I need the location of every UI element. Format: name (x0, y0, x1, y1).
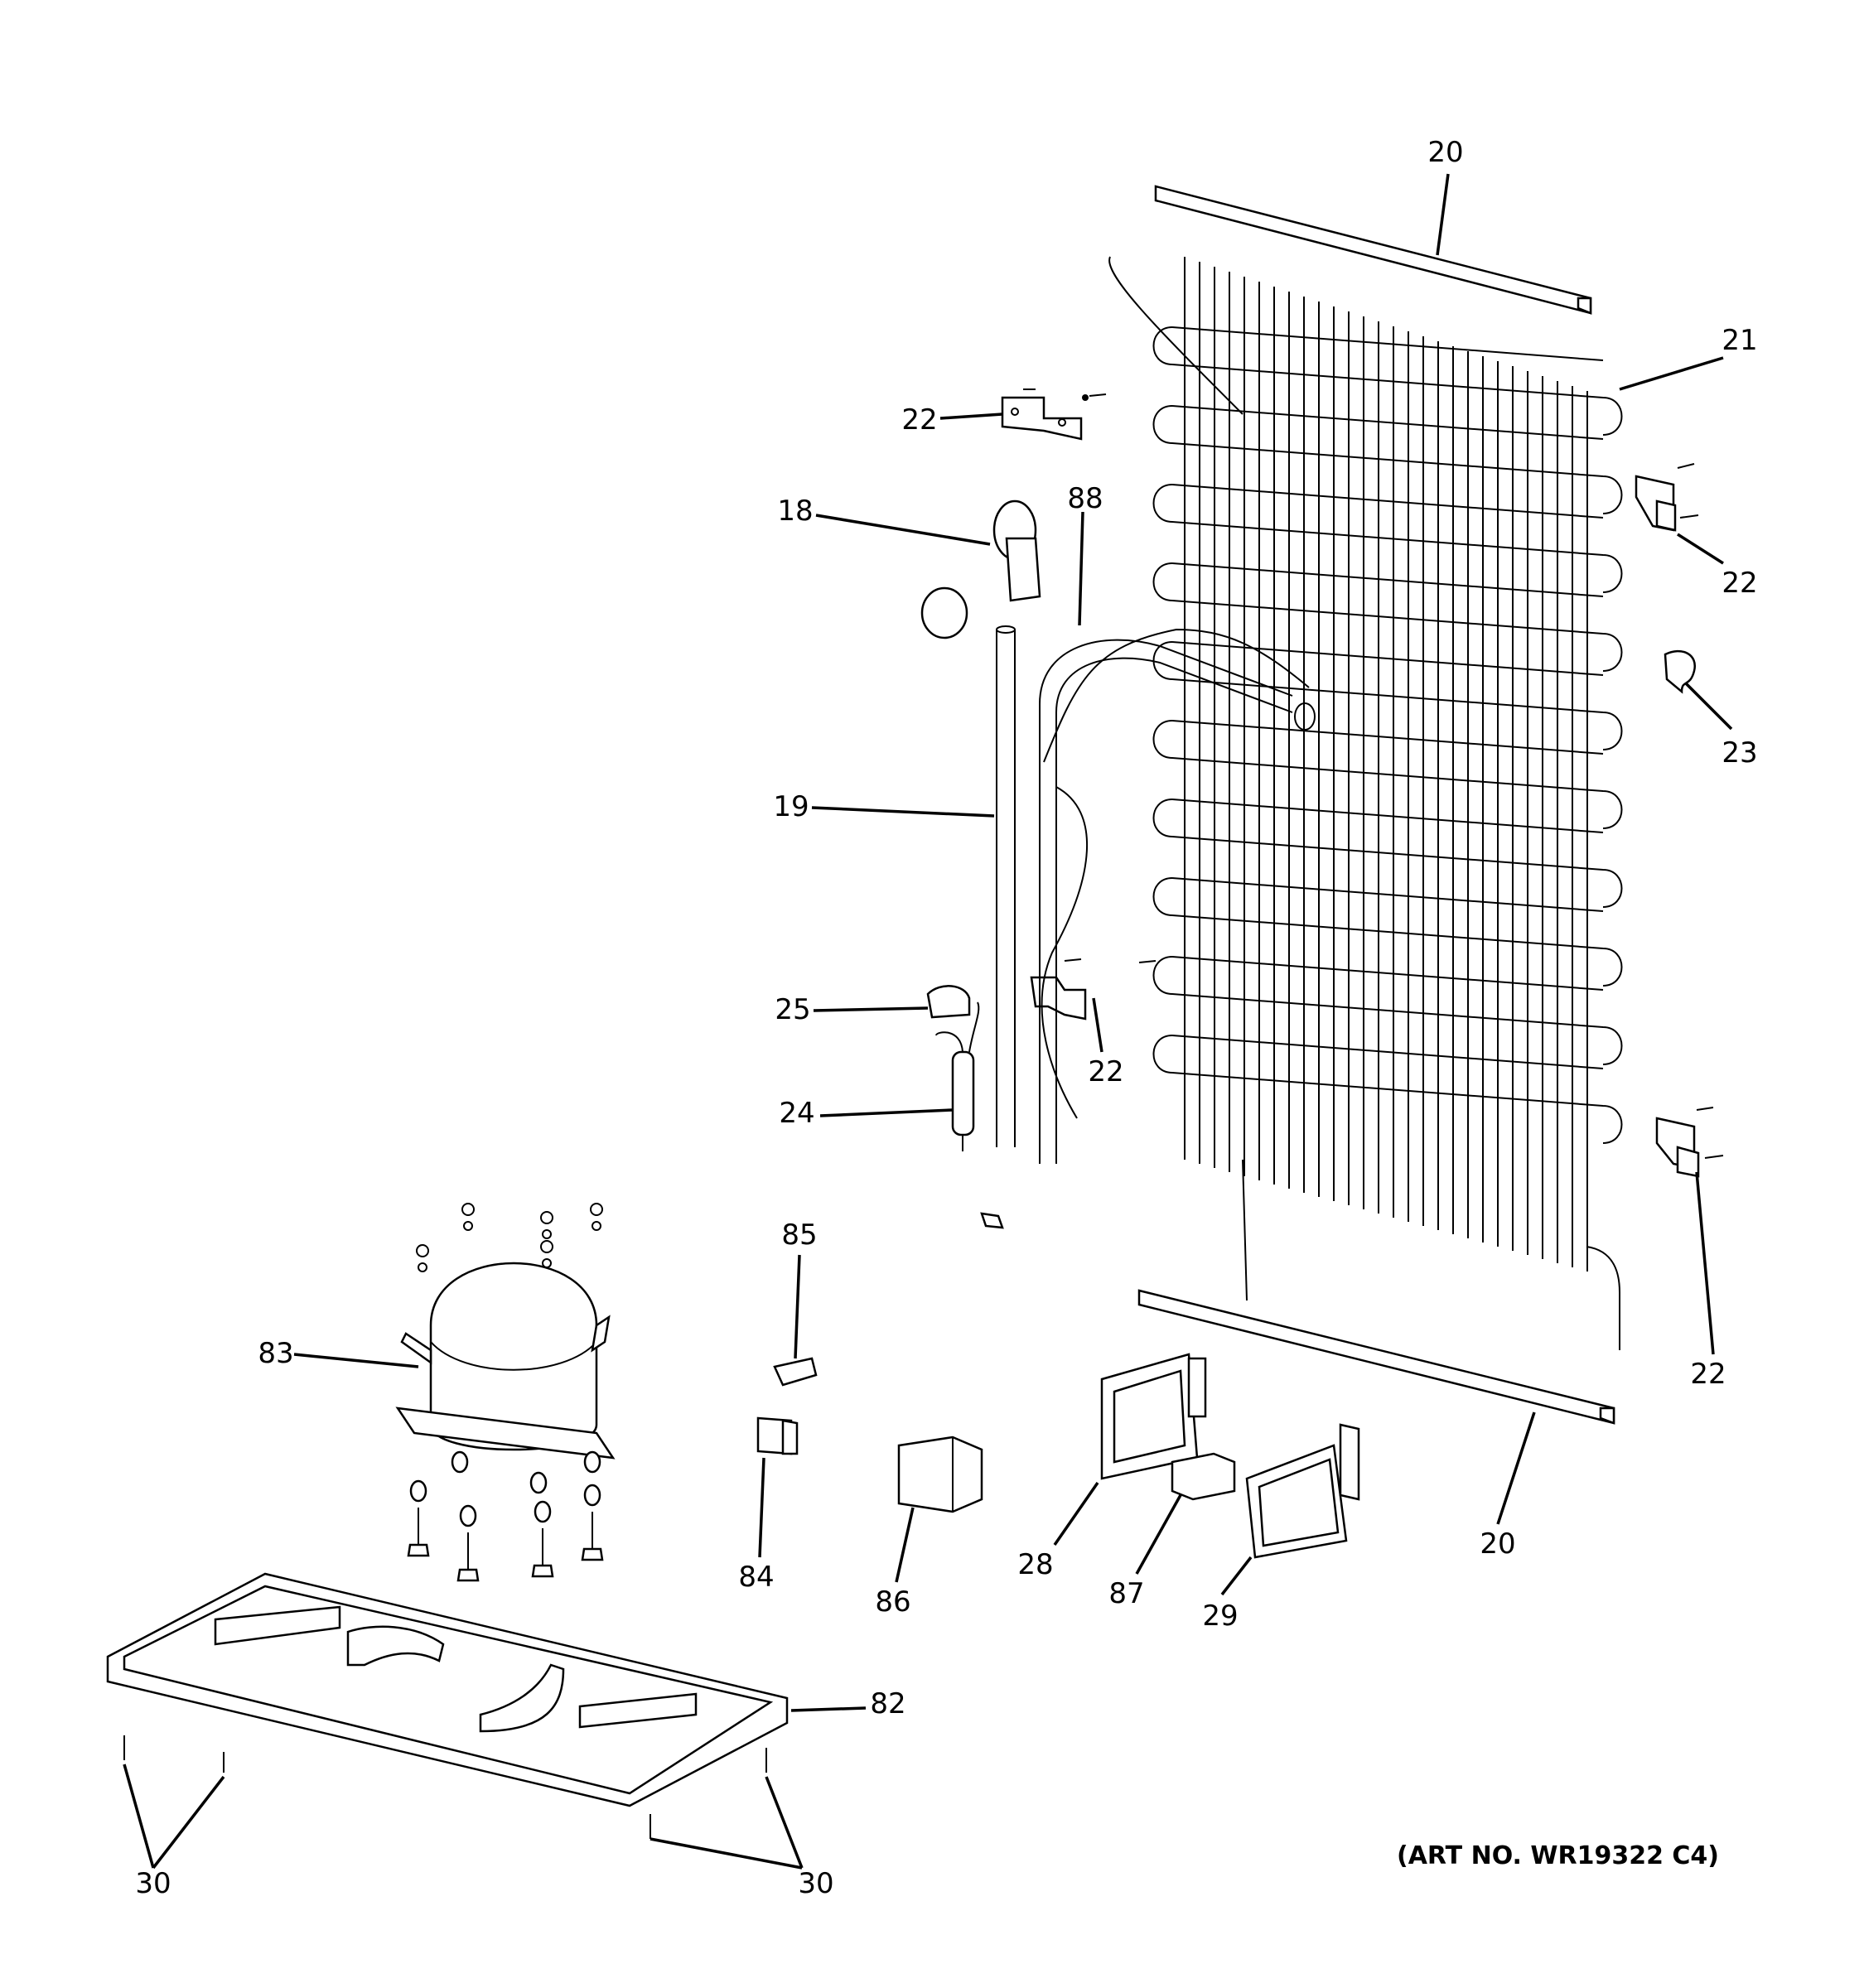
bracket-upper-left (1001, 388, 1107, 441)
drier (935, 1001, 980, 1151)
terminal-block (1171, 1452, 1236, 1501)
clamp (926, 985, 971, 1019)
art-number: (ART NO. WR19322 C4) (1397, 1841, 1719, 1870)
callout-18: 18 (777, 495, 813, 528)
overload-protector (920, 499, 1041, 639)
callout-83: 83 (258, 1337, 293, 1370)
callout-21: 21 (1722, 324, 1757, 357)
relay (756, 1416, 799, 1455)
compressor (395, 1203, 616, 1582)
callout-24: 24 (779, 1097, 814, 1130)
callout-30-right: 30 (798, 1867, 833, 1900)
callout-85: 85 (781, 1218, 817, 1252)
clip (1664, 649, 1697, 694)
callout-86: 86 (875, 1585, 910, 1619)
callout-82: 82 (870, 1687, 905, 1720)
callout-25: 25 (775, 993, 810, 1026)
relay-cover (773, 1357, 818, 1387)
callout-19: 19 (773, 790, 809, 823)
callout-labels: 20 21 22 18 88 22 23 19 25 22 24 85 22 8… (135, 136, 1757, 1900)
screws (123, 1735, 767, 1839)
callout-23: 23 (1722, 736, 1757, 770)
callout-20-top: 20 (1427, 136, 1463, 169)
capacitor (897, 1436, 983, 1513)
condenser-coil (1108, 256, 1623, 1350)
bracket-lower-right (1655, 1107, 1724, 1178)
bracket-upper-right (1635, 463, 1699, 532)
top-rail (1154, 185, 1592, 315)
callout-84: 84 (738, 1561, 774, 1594)
capillary-tube (996, 625, 1016, 1147)
callout-88: 88 (1067, 482, 1103, 515)
base-pan (106, 1572, 789, 1807)
callout-22-upper-right: 22 (1722, 567, 1757, 600)
callout-29: 29 (1202, 1600, 1238, 1633)
bracket-middle (1030, 958, 1157, 1021)
callout-20-bottom: 20 (1480, 1527, 1515, 1561)
callout-87: 87 (1108, 1577, 1144, 1610)
discharge-tube (1039, 628, 1316, 1164)
callout-22-upper-left: 22 (901, 403, 937, 437)
callout-22-lower-right: 22 (1690, 1358, 1726, 1391)
bottom-rail (1137, 1289, 1615, 1425)
terminal-cover (1245, 1423, 1360, 1559)
callout-22-middle: 22 (1088, 1055, 1123, 1088)
callout-30-left: 30 (135, 1867, 171, 1900)
valve (980, 1212, 1004, 1229)
cover-bracket (1100, 1353, 1207, 1480)
callout-28: 28 (1017, 1548, 1053, 1581)
leader-lines (123, 173, 1733, 1870)
